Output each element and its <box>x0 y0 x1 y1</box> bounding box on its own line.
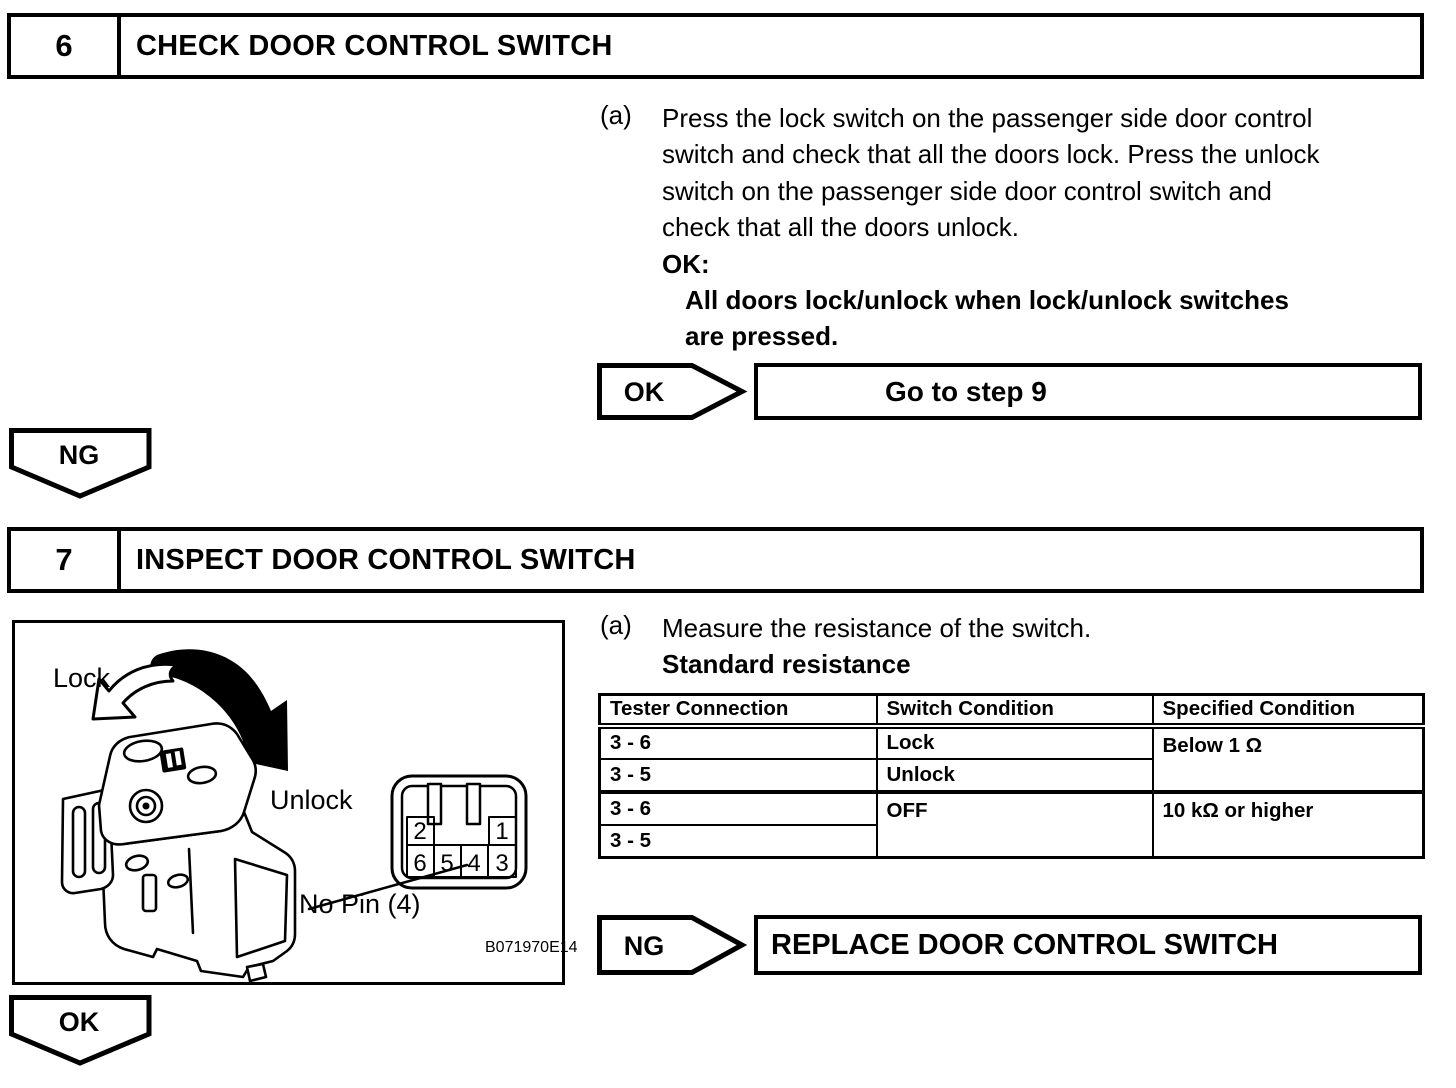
ok-condition-line: All doors lock/unlock when lock/unlock s… <box>685 285 1289 316</box>
unlock-arrow-icon <box>150 649 288 771</box>
tester-cell: 3 - 6 <box>598 724 878 760</box>
table-header-row: Tester Connection Switch Condition Speci… <box>598 693 1425 729</box>
specified-cell: Below 1 Ω <box>1151 724 1425 794</box>
step6-item-label: (a) <box>600 100 632 130</box>
tester-cell: 3 - 5 <box>598 757 878 794</box>
ok-flag-shape <box>597 363 748 420</box>
pin-number: 2 <box>413 818 426 845</box>
figure-code: B071970E14 <box>485 939 578 956</box>
step6-header: 6 CHECK DOOR CONTROL SWITCH <box>7 13 1424 79</box>
ng-flag: NG <box>597 915 748 975</box>
instruction-line: Measure the resistance of the switch. <box>662 613 1092 643</box>
col-tester-connection: Tester Connection <box>598 693 878 729</box>
no-pin-label: No Pin (4) <box>299 889 421 919</box>
condition-cell: OFF <box>875 790 1154 859</box>
pin-number: 6 <box>413 850 426 877</box>
step6-instruction: Press the lock switch on the passenger s… <box>662 100 1320 355</box>
ng-flag-label: NG <box>624 931 665 961</box>
replace-switch-box: REPLACE DOOR CONTROL SWITCH <box>754 915 1422 975</box>
step7-title: INSPECT DOOR CONTROL SWITCH <box>136 543 636 576</box>
specified-cell: 10 kΩ or higher <box>1151 790 1425 859</box>
lock-arrow-icon <box>91 662 179 721</box>
condition-cell: Unlock <box>875 757 1154 794</box>
pin-number: 5 <box>440 850 453 877</box>
goto-step-label: Go to step 9 <box>885 375 1047 407</box>
pin-number: 3 <box>495 850 508 877</box>
instruction-line: switch and check that all the doors lock… <box>662 139 1320 170</box>
tester-cell: 3 - 5 <box>598 823 878 859</box>
ng-down-flag: NG <box>9 428 152 499</box>
step7-instruction: Measure the resistance of the switch. St… <box>662 610 1091 683</box>
replace-switch-label: REPLACE DOOR CONTROL SWITCH <box>771 928 1278 961</box>
ok-down-flag-label: OK <box>59 1007 100 1037</box>
col-specified-condition: Specified Condition <box>1151 693 1425 729</box>
table-row: 3 - 6 Lock Below 1 Ω <box>598 724 1425 794</box>
switch-illustration: 2 1 6 5 4 3 <box>60 649 528 982</box>
rocker-lock-icon <box>159 747 187 773</box>
step7-header: 7 INSPECT DOOR CONTROL SWITCH <box>7 527 1424 593</box>
pin-number: 1 <box>495 818 508 845</box>
ok-down-flag-shape <box>9 995 152 1066</box>
switch-figure: 2 1 6 5 4 3 Lock Unlock No Pin (4) B0719… <box>12 620 578 985</box>
lock-label: Lock <box>53 663 111 693</box>
ng-down-flag-shape <box>9 428 152 499</box>
instruction-line: check that all the doors unlock. <box>662 212 1019 243</box>
table-row: 3 - 6 OFF 10 kΩ or higher <box>598 790 1425 859</box>
step6-number: 6 <box>11 17 121 75</box>
unlock-label: Unlock <box>270 785 353 815</box>
no-pin-leader-line <box>307 863 469 911</box>
connector-diagram <box>307 774 528 911</box>
goto-step-box: Go to step 9 <box>754 363 1422 420</box>
resistance-table: Tester Connection Switch Condition Speci… <box>598 693 1425 859</box>
ok-heading: OK: <box>662 248 710 279</box>
instruction-line: switch on the passenger side door contro… <box>662 175 1272 206</box>
ok-down-flag: OK <box>9 995 152 1066</box>
tester-cell: 3 - 6 <box>598 790 878 826</box>
ng-down-flag-label: NG <box>59 440 100 470</box>
ok-condition-line: are pressed. <box>685 321 839 352</box>
ng-flag-shape <box>597 915 748 975</box>
ok-flag-label: OK <box>624 377 665 407</box>
step7-number: 7 <box>11 531 121 589</box>
col-switch-condition: Switch Condition <box>875 693 1154 729</box>
table-row: 3 - 5 <box>598 823 1424 859</box>
pin-number: 4 <box>467 850 480 877</box>
step7-item-label: (a) <box>600 610 632 640</box>
standard-resistance-heading: Standard resistance <box>662 649 911 680</box>
ok-flag: OK <box>597 363 748 420</box>
condition-cell: Lock <box>875 724 1154 760</box>
step6-title: CHECK DOOR CONTROL SWITCH <box>136 29 613 62</box>
table-row: 3 - 5 Unlock <box>598 757 1424 794</box>
instruction-line: Press the lock switch on the passenger s… <box>662 103 1313 133</box>
